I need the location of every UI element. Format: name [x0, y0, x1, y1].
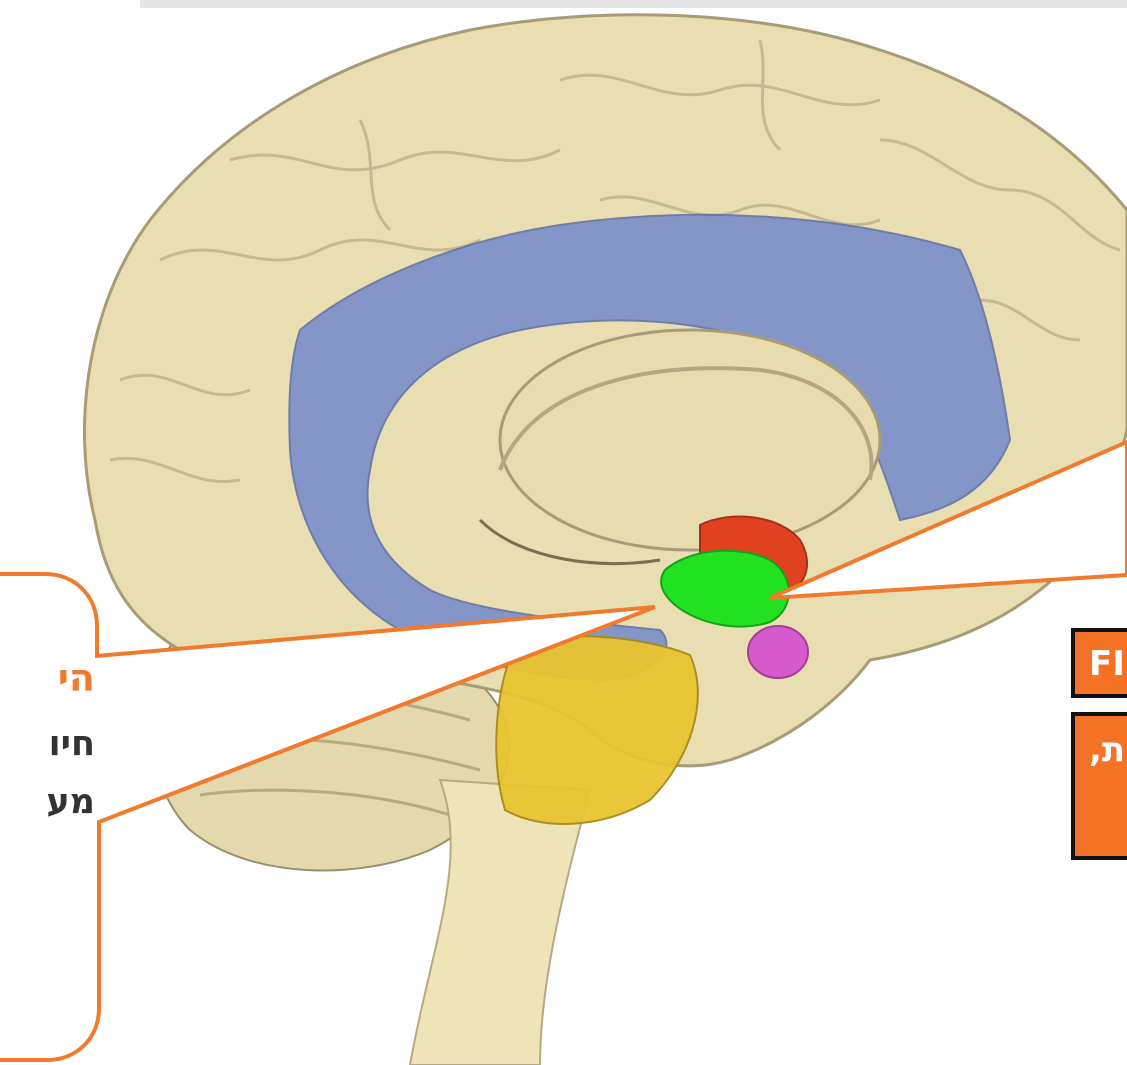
- left-callout-line-2: מע: [0, 782, 95, 834]
- cerebellar-vermis: [496, 636, 698, 824]
- right-label-bottom-text: ת,: [1089, 730, 1125, 770]
- pituitary-gland: [748, 626, 808, 678]
- left-callout-title: הי: [0, 656, 95, 716]
- right-label-box-top: FI: [1071, 628, 1127, 698]
- top-strip: [140, 0, 1127, 8]
- right-label-box-bottom: ת,: [1071, 712, 1127, 860]
- left-callout-line-1: חיו: [0, 724, 95, 776]
- right-label-top-text: FI: [1089, 644, 1125, 684]
